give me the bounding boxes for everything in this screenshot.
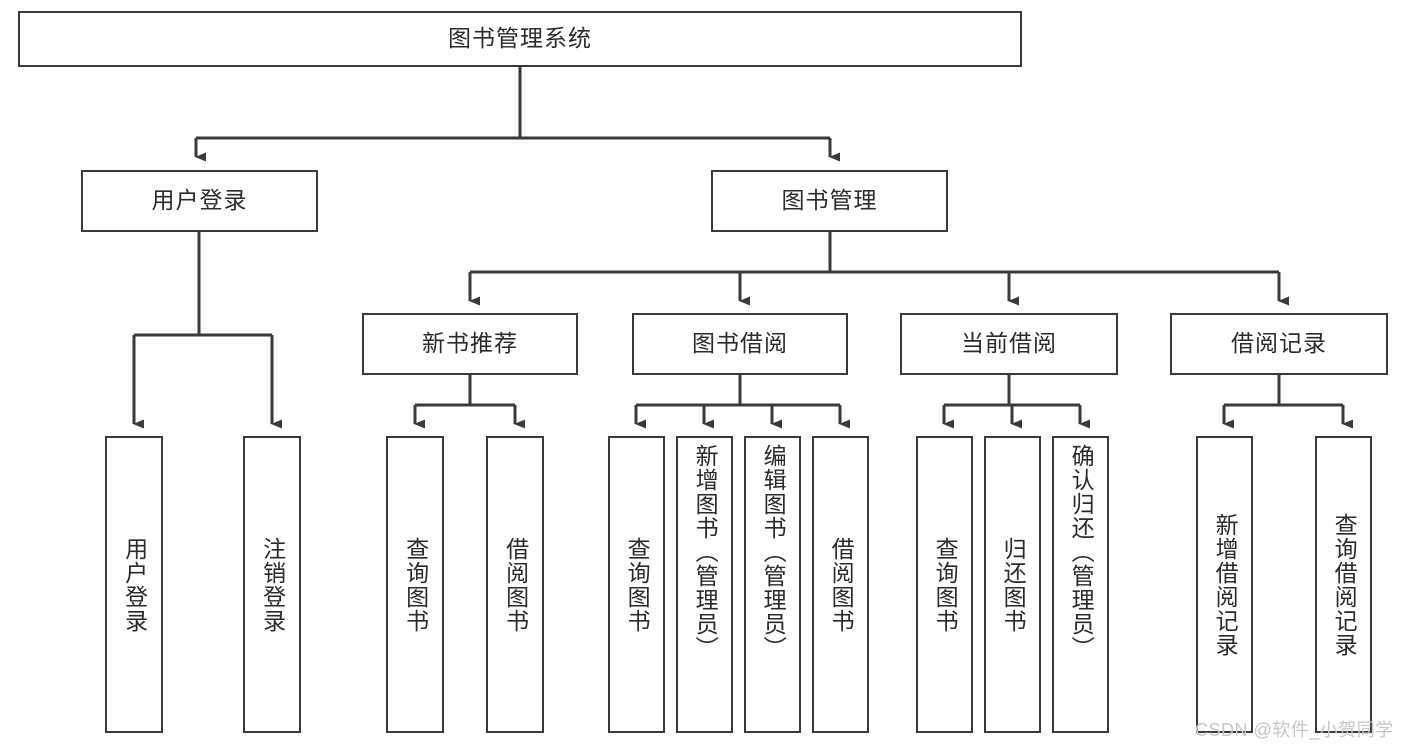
node-leaf-add-borrow-record[interactable]: 新增借阅记录 — [1196, 436, 1253, 733]
node-leaf-user-login-label: 用户登录 — [121, 536, 148, 633]
node-leaf-add-book-admin[interactable]: 新增图书（管理员） — [676, 436, 733, 733]
node-borrow-record-label: 借阅记录 — [1231, 330, 1327, 357]
node-leaf-query-book-current[interactable]: 查询图书 — [916, 436, 973, 733]
node-leaf-confirm-return-admin-label: 确认归还（管理员） — [1068, 444, 1095, 660]
node-leaf-query-book-recommend-label: 查询图书 — [402, 536, 429, 633]
node-book-borrow[interactable]: 图书借阅 — [632, 313, 848, 375]
node-leaf-confirm-return-admin[interactable]: 确认归还（管理员） — [1052, 436, 1109, 733]
node-leaf-borrow-book-recommend[interactable]: 借阅图书 — [486, 436, 544, 733]
node-leaf-query-borrow-record[interactable]: 查询借阅记录 — [1315, 436, 1372, 733]
node-leaf-query-book-borrow[interactable]: 查询图书 — [608, 436, 665, 733]
node-root[interactable]: 图书管理系统 — [18, 11, 1022, 67]
node-leaf-return-book-label: 归还图书 — [1000, 536, 1027, 633]
csdn-watermark: CSDN @软件_小贺同学 — [1195, 720, 1394, 740]
node-leaf-borrow-book[interactable]: 借阅图书 — [812, 436, 869, 733]
node-leaf-borrow-book-recommend-label: 借阅图书 — [502, 536, 529, 633]
node-root-label: 图书管理系统 — [448, 25, 592, 52]
node-leaf-query-borrow-record-label: 查询借阅记录 — [1331, 512, 1358, 657]
node-leaf-query-book-borrow-label: 查询图书 — [624, 536, 651, 633]
node-leaf-borrow-book-label: 借阅图书 — [828, 536, 855, 633]
node-new-book-recommend-label: 新书推荐 — [422, 330, 518, 357]
node-book-management-label: 图书管理 — [781, 187, 878, 214]
node-leaf-add-borrow-record-label: 新增借阅记录 — [1212, 512, 1239, 657]
node-leaf-logout-login[interactable]: 注销登录 — [243, 436, 301, 733]
node-user-login-label: 用户登录 — [151, 187, 248, 214]
node-book-management[interactable]: 图书管理 — [711, 170, 948, 232]
node-borrow-record[interactable]: 借阅记录 — [1170, 313, 1388, 375]
node-current-borrow[interactable]: 当前借阅 — [900, 313, 1118, 375]
node-user-login[interactable]: 用户登录 — [81, 170, 318, 232]
node-current-borrow-label: 当前借阅 — [961, 330, 1057, 357]
node-leaf-add-book-admin-label: 新增图书（管理员） — [692, 444, 719, 660]
node-leaf-query-book-recommend[interactable]: 查询图书 — [386, 436, 444, 733]
node-leaf-logout-login-label: 注销登录 — [259, 536, 286, 633]
node-leaf-edit-book-admin-label: 编辑图书（管理员） — [760, 444, 787, 660]
node-leaf-user-login[interactable]: 用户登录 — [105, 436, 163, 733]
node-new-book-recommend[interactable]: 新书推荐 — [362, 313, 578, 375]
node-book-borrow-label: 图书借阅 — [692, 330, 788, 357]
node-leaf-query-book-current-label: 查询图书 — [932, 536, 959, 633]
node-leaf-edit-book-admin[interactable]: 编辑图书（管理员） — [744, 436, 801, 733]
node-leaf-return-book[interactable]: 归还图书 — [984, 436, 1041, 733]
